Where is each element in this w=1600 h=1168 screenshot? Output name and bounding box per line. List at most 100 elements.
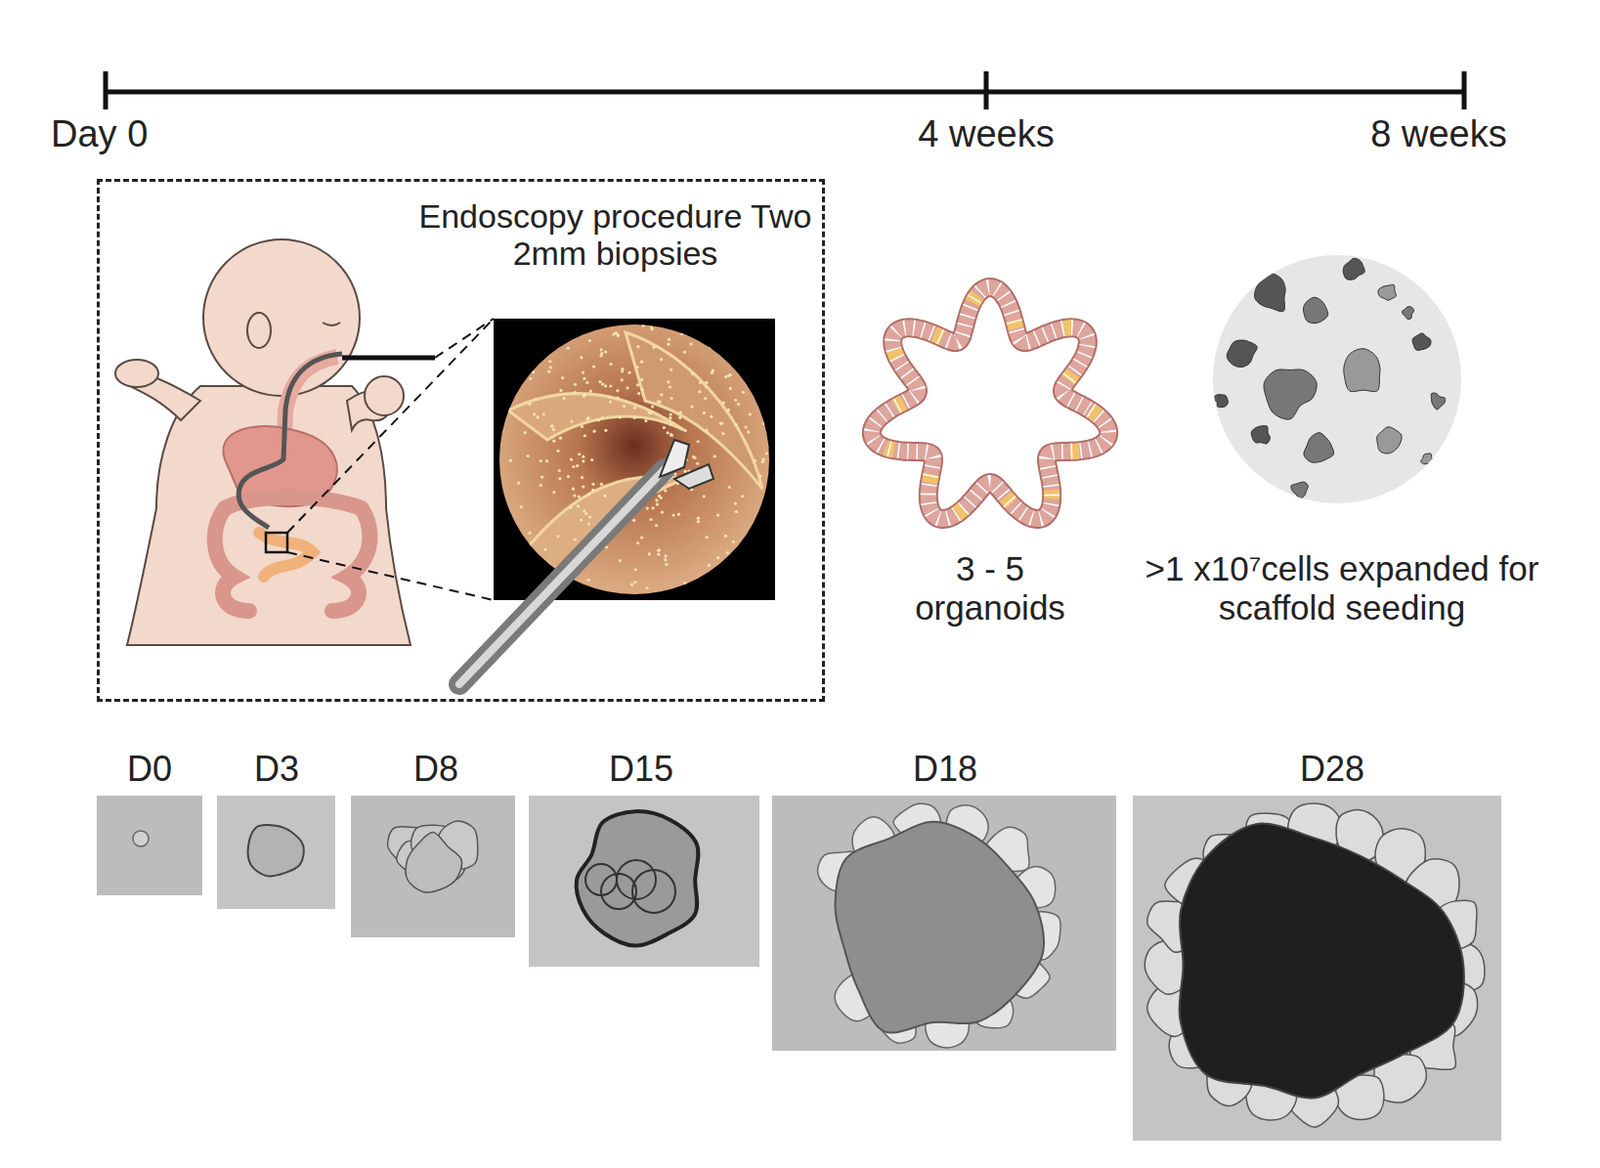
small-intestine: [259, 532, 313, 577]
endoscope-tube: [238, 353, 343, 528]
villus-dot: [696, 517, 700, 520]
villus-dot: [663, 488, 667, 492]
villus-dot: [527, 402, 531, 406]
villus-dot: [637, 391, 641, 395]
organoid-in-culture: [1212, 394, 1228, 408]
villus-dot: [696, 439, 700, 443]
villus-dot: [601, 416, 605, 420]
villus-dot: [618, 415, 622, 419]
villus-dot: [684, 470, 688, 474]
organoid-in-culture: [1342, 258, 1365, 280]
villus-dot: [597, 418, 601, 422]
micrograph-panel: [350, 795, 516, 938]
villus-dot: [704, 381, 708, 385]
villus-dot: [526, 454, 530, 458]
villus-dot: [656, 549, 660, 553]
organoid-in-culture: [1378, 284, 1397, 301]
infant-ear: [247, 312, 271, 348]
villus-dot: [732, 540, 736, 544]
villus-dot: [604, 349, 607, 353]
villus-dot: [558, 476, 562, 480]
villus-dot: [726, 551, 730, 555]
intestinal-lumen: [499, 324, 770, 595]
cell-borders: [871, 287, 1109, 519]
villus-dot: [768, 445, 772, 449]
villus-dot: [668, 412, 672, 416]
procedure-title: Endoscopy procedure Two 2mm biopsies: [412, 197, 819, 272]
villus-dot: [552, 490, 556, 494]
villus-dot: [633, 416, 637, 420]
villus-dot: [697, 389, 701, 393]
organoid-in-culture: [1263, 369, 1317, 420]
villus-dot: [721, 432, 725, 435]
villus-dot: [587, 578, 591, 582]
villus-dot: [580, 475, 584, 479]
villus-dot: [696, 519, 700, 523]
timeline-tick: [1462, 71, 1468, 110]
organoid-in-culture: [1412, 333, 1431, 350]
villus-dot: [569, 458, 573, 462]
villus-dot: [585, 381, 589, 385]
villus-dot: [683, 581, 687, 585]
villus-dot: [729, 373, 733, 377]
villus-dot: [668, 416, 672, 420]
micrograph-panel: [772, 795, 1117, 1051]
villus-dot: [587, 521, 591, 525]
villus-dot: [704, 385, 708, 389]
organoid-caption: 3 - 5 organoids: [877, 549, 1103, 629]
organoid-d0: [132, 830, 149, 847]
villus-dot: [633, 406, 637, 410]
organoid-d8: [405, 831, 462, 893]
villus-dot: [690, 405, 693, 409]
villus-dot: [650, 404, 654, 408]
villus-dot: [550, 425, 554, 429]
villus-dot: [569, 419, 573, 423]
villus-dot: [684, 429, 688, 433]
villus-dot: [636, 345, 640, 348]
villus-dot: [709, 345, 713, 349]
villus-dot: [573, 537, 577, 541]
villus-dot: [654, 498, 658, 502]
villus-dot: [580, 425, 584, 429]
villus-dot: [727, 408, 731, 412]
villus-dot: [720, 422, 724, 426]
villus-dot: [550, 424, 554, 428]
organoid-d28: [1178, 823, 1464, 1099]
villus-dot: [669, 368, 673, 372]
villus-dot: [711, 369, 715, 373]
culture-micrograph: [1212, 255, 1462, 504]
villus-dot: [669, 432, 673, 436]
villus-dot: [648, 552, 651, 556]
villus-dot: [650, 506, 654, 510]
infant-hand: [115, 359, 159, 388]
villus-dot: [657, 494, 661, 498]
crypt-loop: [601, 873, 637, 909]
villus-dot: [748, 412, 752, 416]
infant-head: [203, 239, 360, 396]
villus-dot: [519, 505, 523, 509]
endoscope-handle: [342, 355, 435, 361]
villus-dot: [704, 535, 708, 539]
villus-dot: [579, 518, 583, 521]
day-label: D3: [254, 748, 300, 789]
organoid-in-culture: [1225, 287, 1239, 299]
villus-dot: [640, 378, 644, 382]
villus-dot: [670, 396, 674, 400]
forceps-jaw: [674, 464, 714, 489]
villus-dot: [640, 360, 644, 364]
organoid-in-culture: [1377, 427, 1402, 454]
villus-dot: [698, 381, 702, 385]
villus-dot: [591, 482, 595, 486]
villus-dot: [625, 386, 629, 390]
villus-dot: [608, 399, 612, 403]
zoom-line: [287, 318, 494, 533]
villus-dot: [548, 359, 552, 363]
organoid-in-culture: [1291, 481, 1309, 499]
villus-dot: [608, 394, 612, 398]
villus-dot: [666, 343, 670, 346]
villus-dot: [509, 459, 513, 463]
villus-dot: [587, 416, 591, 420]
villus-dot: [581, 484, 585, 488]
villus-dot: [616, 396, 620, 400]
micrograph-panel: [528, 795, 760, 967]
